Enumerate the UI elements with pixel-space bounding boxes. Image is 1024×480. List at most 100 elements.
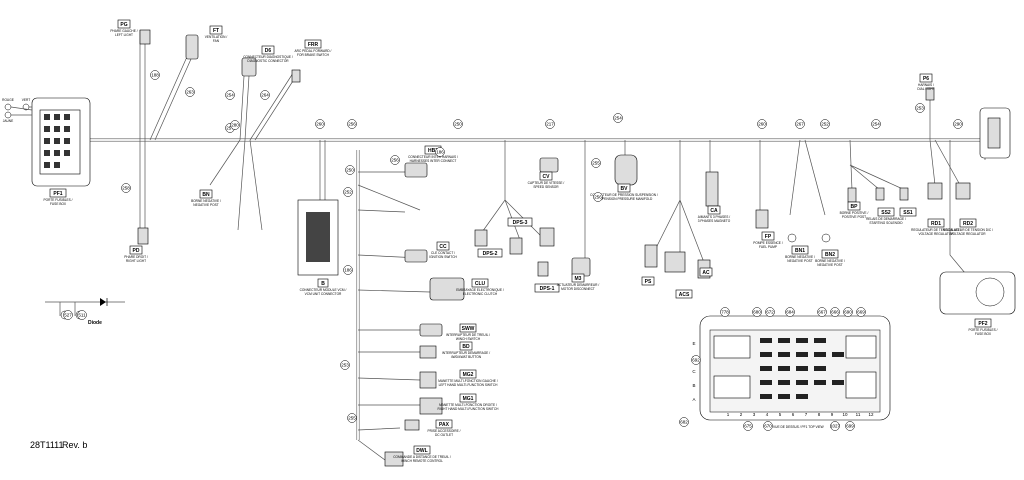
fuse-column-label: 8 — [818, 412, 821, 417]
connector-description: FOR BRAKE SWITCH — [297, 53, 330, 57]
fuse-callout: 699 — [845, 421, 855, 431]
wire-number-label: 186 — [344, 268, 352, 273]
fuse-column-label: 11 — [856, 412, 861, 417]
wire-number: 254 — [225, 90, 235, 100]
connector-description: ACTUATEUR DEMARREUR / — [557, 283, 600, 287]
fuse-column-label: 2 — [740, 412, 743, 417]
fuse-callout: 682 — [679, 417, 689, 427]
connector-description: LEFT HAND MULTI-FUNCTION SWITCH — [439, 383, 499, 387]
connector-code: DPS-3 — [513, 220, 528, 226]
connector-description: BORNE NEGATIVE / — [191, 199, 221, 203]
post-bn1 — [787, 233, 797, 243]
fuse-callout: 675 — [743, 421, 753, 431]
connector-pd — [137, 227, 149, 245]
connector-bv — [614, 154, 638, 186]
connector-description: ELECTRONIC CLUTCH — [463, 292, 498, 296]
connector-code: D6 — [265, 48, 272, 54]
connector-code: SS2 — [881, 210, 891, 216]
connector-right-end — [979, 107, 1011, 159]
fuse-callout-label: 670 — [764, 424, 772, 429]
connector-code: FRR — [308, 42, 319, 48]
fuse-column-label: 4 — [766, 412, 769, 417]
connector-code: BN2 — [825, 252, 835, 258]
wire-number-label: 254 — [614, 116, 622, 121]
connector-code: DPS-2 — [483, 251, 498, 257]
connector-description: VENTILATION / — [205, 35, 228, 39]
wire-number: 252 — [343, 187, 353, 197]
connector-description: DC OUTLET — [435, 433, 453, 437]
wire-number: 186 — [343, 265, 353, 275]
wire-number-label: 253 — [341, 363, 349, 368]
connector-code: PG — [120, 22, 127, 28]
fuse-callout: 670 — [763, 421, 773, 431]
wire-number-label: 250 — [346, 168, 354, 173]
wire-number: 250 — [453, 119, 463, 129]
wire-number: 217 — [545, 119, 555, 129]
fuse-callout-label: 669 — [857, 310, 865, 315]
connector-description: CLE CONTACT / — [431, 251, 455, 255]
wire-number: 188 — [150, 70, 160, 80]
wire-number: 254 — [871, 119, 881, 129]
fuse-callout: 1027 — [830, 421, 841, 431]
fuse-row-label: B — [692, 383, 695, 388]
fuse-callout-label: 684 — [786, 310, 794, 315]
connector-code: HB2 — [428, 148, 438, 154]
left-wire-tag: ROUGE — [2, 98, 14, 102]
wire-number: 253 — [915, 103, 925, 113]
connector-ss — [875, 187, 909, 201]
fuse-callout: 690 — [843, 307, 853, 317]
connector-description: FUEL PUMP — [759, 245, 777, 249]
connector-code: PS — [645, 279, 652, 285]
fuse-callout: 672 — [765, 307, 775, 317]
fuse-callout: 680 — [752, 307, 762, 317]
connector-code: RD2 — [963, 221, 973, 227]
wire-number: 256 — [593, 192, 603, 202]
connector-description: HARNAIS / — [918, 83, 934, 87]
connector-description: ARC PEDAL FORWARD / — [295, 49, 332, 53]
connector-description: PHARE DROIT / — [124, 255, 148, 259]
fuse-column-label: 7 — [805, 412, 808, 417]
connector-description: COMMANDE A DISTANCE DE TREUIL / — [393, 455, 451, 459]
wire-number-label: 256 — [594, 195, 602, 200]
wire-number-label: 260 — [316, 122, 324, 127]
wire-number-label: 256 — [348, 122, 356, 127]
connector-description: AIMANTS 3 PHASES / — [698, 215, 731, 219]
connector-description: PORTE FUSIBLES / — [969, 328, 998, 332]
left-wire-tags — [4, 103, 33, 119]
wire-number: 280 — [230, 120, 240, 130]
connector-description: POSITIVE POST — [842, 215, 866, 219]
wire-number: 256 — [390, 155, 400, 165]
connector-m3 — [571, 257, 591, 277]
connector-code: SS1 — [903, 210, 913, 216]
connector-description: EMBRAYAGE ELECTRONIQUE / — [456, 288, 504, 292]
wire-number: 258 — [121, 183, 131, 193]
fuse-column-label: 9 — [831, 412, 834, 417]
connector-code: CA — [710, 208, 718, 214]
wire-number-label: 255 — [348, 416, 356, 421]
connector-description: STARTING SOLENOID — [869, 221, 903, 225]
connector-description: FUSE BOX — [50, 202, 67, 206]
connector-description: REGULATEUR DE TENSION A/C / — [911, 228, 961, 232]
wire-number: 253 — [340, 360, 350, 370]
connector-code: SWW — [462, 326, 475, 332]
wire-number: 256 — [347, 119, 357, 129]
connector-description: RIGHT LIGHT — [126, 259, 146, 263]
connector-code: PF2 — [978, 321, 987, 327]
fuse-callout-label: 699 — [846, 424, 854, 429]
fuse-callout: 684 — [785, 307, 795, 317]
fuse-box-row-labels: EDCBA — [692, 341, 696, 402]
connector-code: B — [321, 281, 325, 287]
connector-description: RELAIS DE DEMARRAGE / — [866, 217, 906, 221]
connector-ca — [705, 171, 719, 207]
